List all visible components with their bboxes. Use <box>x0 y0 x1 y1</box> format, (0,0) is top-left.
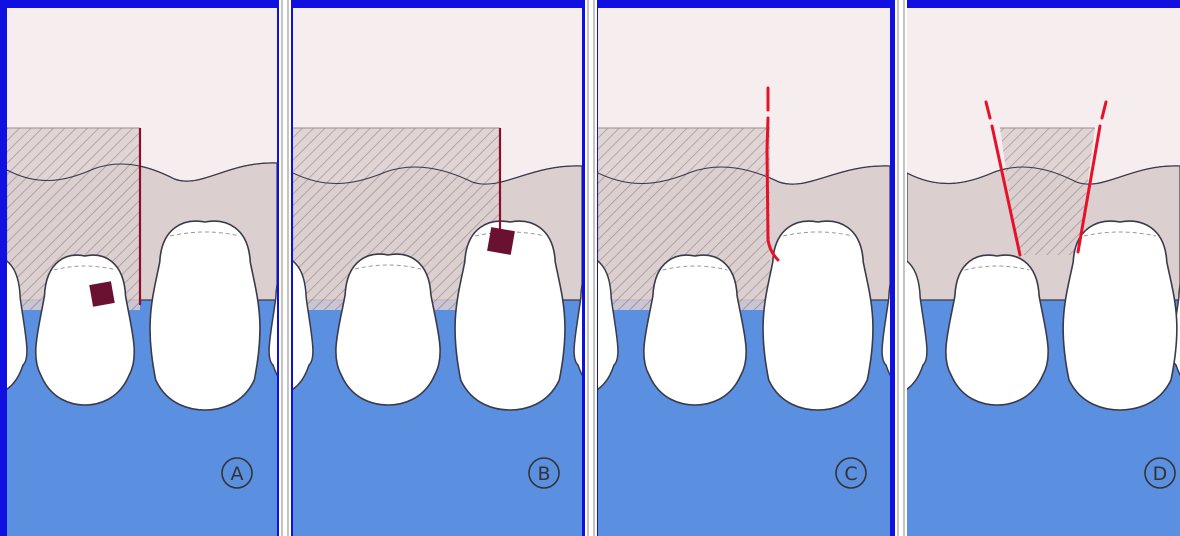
panel-divider <box>279 0 291 536</box>
panel-divider <box>895 0 907 536</box>
tooth <box>946 255 1048 405</box>
tooth <box>336 254 440 405</box>
panel-divider <box>585 0 597 536</box>
label-text: D <box>1153 463 1168 485</box>
tooth <box>36 255 135 405</box>
tooth <box>1063 221 1177 410</box>
instrument-marker <box>89 281 114 306</box>
label-text: C <box>844 463 857 485</box>
tooth <box>150 221 260 410</box>
label-text: A <box>231 463 244 485</box>
tooth <box>644 255 746 405</box>
label-text: B <box>537 463 550 485</box>
tooth <box>763 221 873 410</box>
instrument-marker <box>487 227 515 255</box>
